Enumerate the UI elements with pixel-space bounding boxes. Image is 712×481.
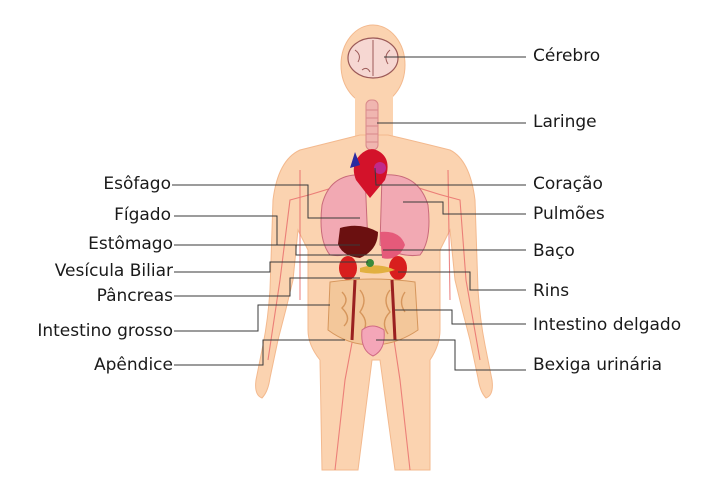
label-estomago: Estômago (88, 234, 173, 254)
label-bexiga-urinaria: Bexiga urinária (533, 355, 662, 375)
label-intestino-delgado: Intestino delgado (533, 315, 681, 335)
label-rins: Rins (533, 281, 569, 301)
label-pulmoes: Pulmões (533, 204, 605, 224)
label-esofago: Esôfago (103, 174, 171, 194)
body-silhouette (256, 25, 493, 470)
label-cerebro: Cérebro (533, 46, 600, 66)
label-intestino-grosso: Intestino grosso (37, 321, 173, 341)
brain (348, 38, 398, 78)
larynx (366, 100, 378, 150)
label-laringe: Laringe (533, 112, 597, 132)
label-figado: Fígado (114, 205, 171, 225)
label-coracao: Coração (533, 174, 603, 194)
label-vesicula-biliar: Vesícula Biliar (55, 261, 173, 281)
label-pancreas: Pâncreas (97, 286, 173, 306)
label-baco: Baço (533, 241, 575, 261)
label-apendice: Apêndice (94, 355, 173, 375)
